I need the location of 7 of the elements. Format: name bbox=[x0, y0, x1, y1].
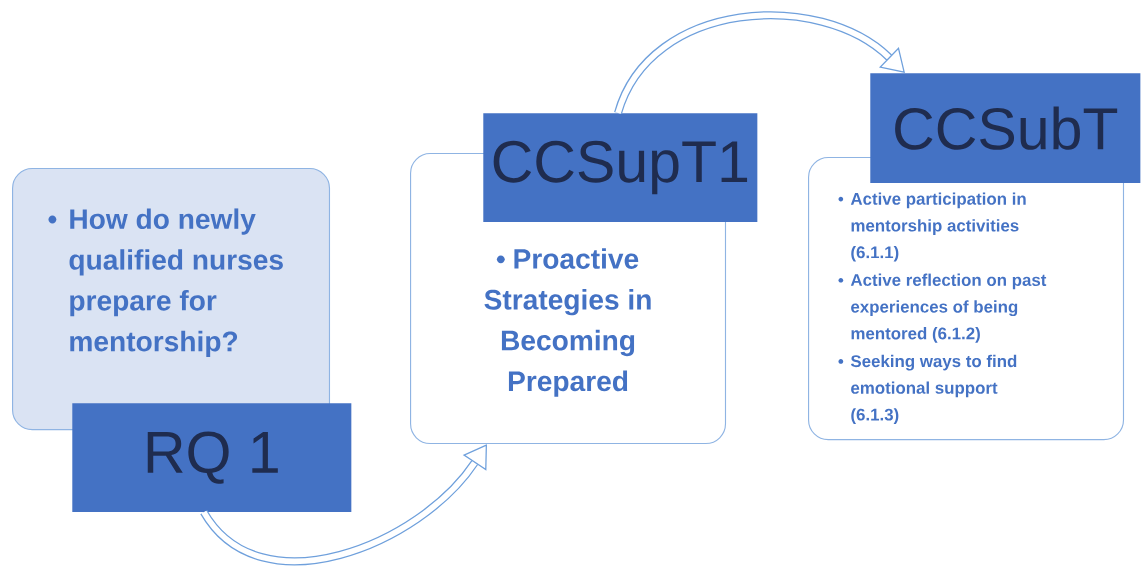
title-box: CCSubT bbox=[870, 73, 1141, 183]
arrow bbox=[200, 444, 487, 566]
title-box: RQ 1 bbox=[72, 403, 352, 512]
arrow bbox=[614, 11, 905, 115]
title-box: CCSupT1 bbox=[483, 113, 758, 222]
question-box: How do newly qualified nurses prepare for mentorship? bbox=[12, 168, 331, 431]
subtheme-box: Active participation in mentorship activities (6.1.1) Active reflection on past experiences of being mentored (6.1.2) Seeking ways to find emotional support (6.1.3) bbox=[808, 157, 1125, 441]
